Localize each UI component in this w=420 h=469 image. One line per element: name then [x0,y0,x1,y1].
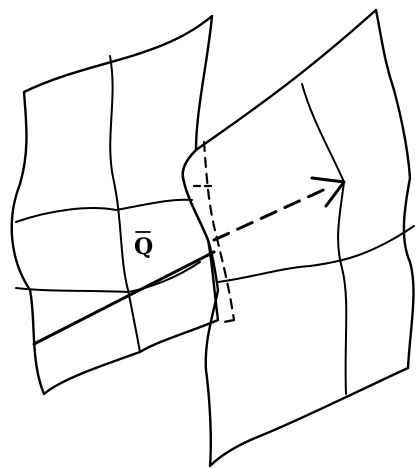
right-sheet-grid-horizontal [218,226,414,282]
hidden-grid-line [204,142,234,320]
vector-q-dashed-extension [214,186,332,240]
left-sheet [12,16,218,394]
left-sheet-outline [12,16,218,394]
vector-q: Q [34,232,214,344]
left-sheet-grid-horizontal-upper [16,200,192,222]
left-sheet-grid-horizontal-lower [16,262,200,292]
right-sheet-grid-vertical [302,84,346,394]
vector-q-label: Q [134,234,153,260]
left-sheet-grid-vertical [110,56,140,352]
hidden-grid-corner [224,320,234,322]
